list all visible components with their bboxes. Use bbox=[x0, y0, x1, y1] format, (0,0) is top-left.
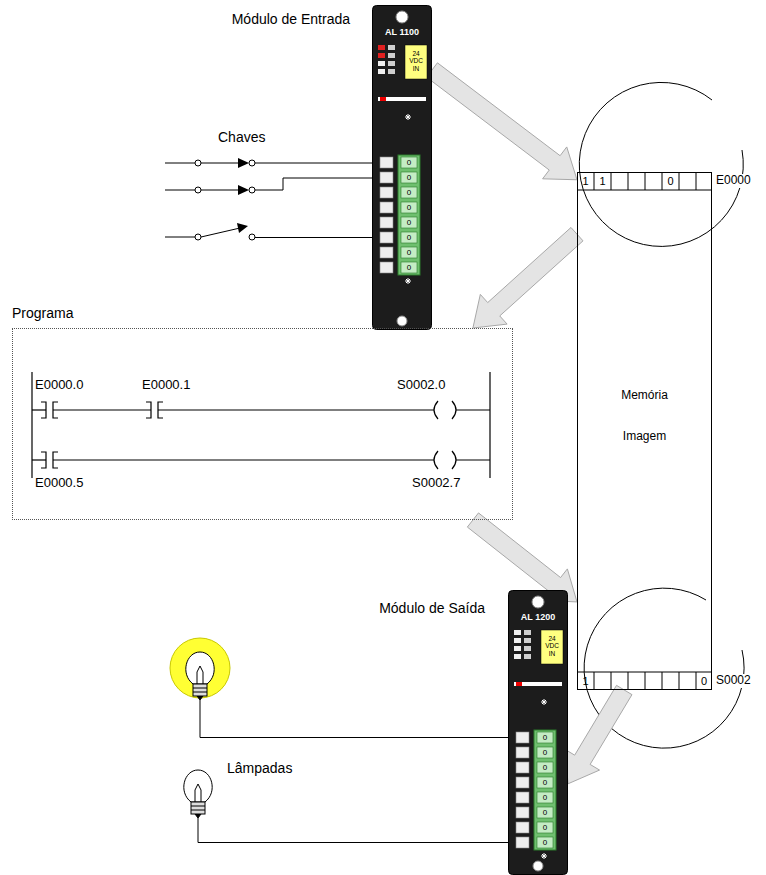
terminal-number: 0 bbox=[407, 174, 411, 182]
module-title: Módulo de Entrada bbox=[232, 11, 350, 27]
bit-value: 0 bbox=[701, 676, 707, 687]
ladder-diagram bbox=[32, 372, 490, 478]
terminal-number: 0 bbox=[543, 809, 547, 817]
memory-title: Memória Imagem bbox=[610, 375, 680, 457]
switch-arrowheads bbox=[237, 158, 249, 233]
terminal-number: 0 bbox=[407, 204, 411, 212]
flow-arrow bbox=[467, 513, 577, 602]
flow-arrow bbox=[427, 63, 577, 180]
terminal-number: 0 bbox=[407, 159, 411, 167]
lamp-wires bbox=[198, 700, 516, 843]
bit-value: 1 bbox=[599, 176, 605, 187]
terminal-number: 0 bbox=[543, 764, 547, 772]
terminal-number: 0 bbox=[407, 249, 411, 257]
contact-address: E0000.5 bbox=[35, 476, 83, 491]
memory-address: S0002 bbox=[715, 674, 752, 688]
bit-value: 0 bbox=[667, 176, 673, 187]
module-title: Módulo de Saída bbox=[379, 600, 485, 616]
lamp-off bbox=[184, 770, 212, 818]
module-body bbox=[508, 590, 568, 875]
terminal-number: 0 bbox=[543, 824, 547, 832]
switches bbox=[165, 160, 380, 240]
terminal-number: 0 bbox=[543, 734, 547, 742]
lamp-on bbox=[186, 652, 214, 700]
coil-address: S0002.7 bbox=[412, 476, 460, 491]
switches-label: Chaves bbox=[218, 129, 265, 145]
flow-arrow bbox=[565, 685, 632, 783]
terminal-number: 0 bbox=[543, 749, 547, 757]
bit-value: 1 bbox=[582, 176, 588, 187]
highlight-circle bbox=[579, 82, 743, 246]
terminal-number: 0 bbox=[407, 264, 411, 272]
terminal-number: 0 bbox=[543, 794, 547, 802]
lamp-glow bbox=[170, 638, 230, 698]
terminal-number: 0 bbox=[407, 219, 411, 227]
terminal-number: 0 bbox=[407, 189, 411, 197]
memory-cells bbox=[577, 172, 712, 690]
flow-arrow bbox=[473, 227, 583, 328]
coil-address: S0002.0 bbox=[397, 378, 445, 393]
voltage-tag: 24 VDC IN bbox=[544, 635, 560, 657]
contact-address: E0000.0 bbox=[35, 378, 83, 393]
module-body bbox=[372, 5, 432, 330]
bit-value: 1 bbox=[582, 676, 588, 687]
terminal-number: 0 bbox=[543, 839, 547, 847]
memory-image: Memória Imagem bbox=[577, 172, 712, 690]
memory-address: E0000 bbox=[715, 174, 752, 188]
module-model: AL 1100 bbox=[372, 27, 432, 37]
input-module: Módulo de EntradaAL 110024 VDC IN bbox=[372, 5, 432, 330]
program-title: Programa bbox=[12, 305, 73, 321]
contact-address: E0000.1 bbox=[142, 378, 190, 393]
terminal-number: 0 bbox=[543, 779, 547, 787]
module-model: AL 1200 bbox=[508, 612, 568, 622]
voltage-tag: 24 VDC IN bbox=[408, 50, 424, 72]
terminal-number: 0 bbox=[407, 234, 411, 242]
lamps-label: Lâmpadas bbox=[227, 760, 292, 776]
program-box: Programa bbox=[12, 328, 513, 520]
output-module: Módulo de SaídaAL 120024 VDC IN bbox=[508, 590, 568, 875]
